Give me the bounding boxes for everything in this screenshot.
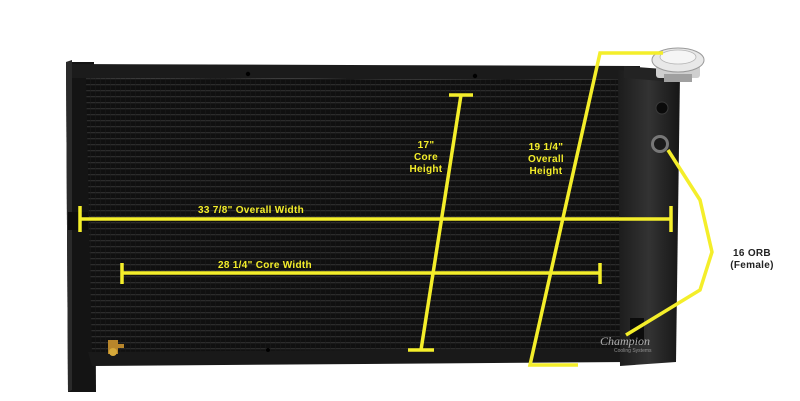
overall-height-value: 19 1/4" <box>528 142 564 153</box>
drain-petcock-icon <box>108 340 124 356</box>
dimension-annotations <box>78 51 714 367</box>
orb-leader-line <box>625 149 714 337</box>
orb-type: (Female) <box>730 260 774 271</box>
watermark-logo: Champion <box>600 334 651 348</box>
watermark-tagline: Cooling Systems <box>614 348 652 354</box>
radiator-core <box>86 78 632 356</box>
overall-height-word1: Overall <box>527 154 564 165</box>
core-height-word2: Height <box>409 164 443 175</box>
bottom-rail <box>88 348 628 366</box>
overall-height-bracket <box>527 51 663 367</box>
core-height-label: 17" Core Height <box>404 140 448 176</box>
core-height-word1: Core <box>414 152 438 163</box>
core-height-value: 17" <box>417 140 435 151</box>
core-width-label: 28 1/4" Core Width <box>218 260 312 271</box>
orb-label: 16 ORB (Female) <box>722 248 782 272</box>
orb-size: 16 ORB <box>733 248 771 259</box>
overall-height-label: 19 1/4" Overall Height <box>520 142 572 178</box>
left-bracket <box>68 212 88 230</box>
core-height-line <box>419 94 463 351</box>
top-rail <box>72 64 640 80</box>
overall-height-word2: Height <box>529 166 563 177</box>
radiator-cap-icon <box>651 47 705 82</box>
overall-width-label: 33 7/8" Overall Width <box>198 205 304 216</box>
